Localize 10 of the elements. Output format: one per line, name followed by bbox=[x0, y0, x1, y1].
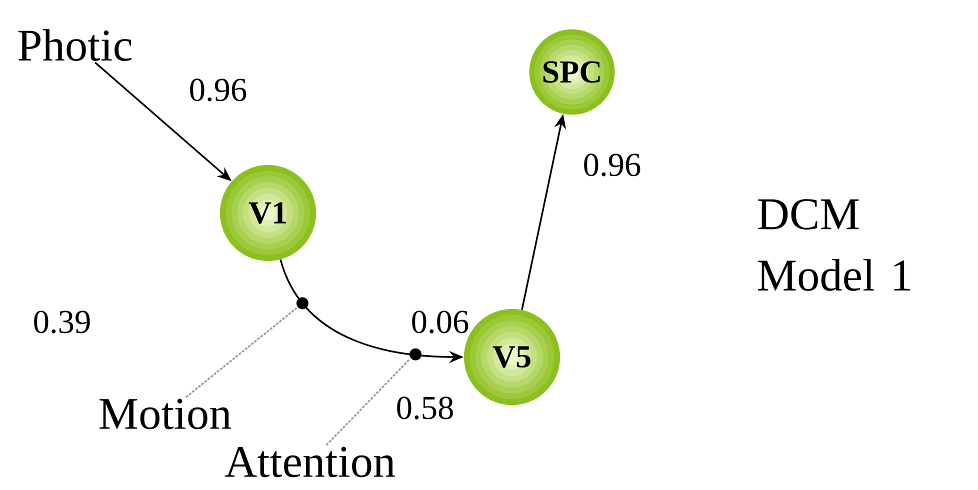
edge-label: 0.39 bbox=[34, 310, 90, 334]
input-label: Attention bbox=[224, 446, 395, 478]
edge-label: 0.96 bbox=[190, 78, 246, 102]
edge-label: 0.58 bbox=[397, 396, 453, 420]
input-label: Photic bbox=[18, 29, 132, 61]
model-label: DCM Model 1 bbox=[758, 199, 910, 291]
input-label: Motion bbox=[100, 398, 232, 430]
leader-line bbox=[326, 358, 410, 446]
leader-line bbox=[185, 308, 297, 398]
edge-label: 0.96 bbox=[584, 154, 640, 176]
